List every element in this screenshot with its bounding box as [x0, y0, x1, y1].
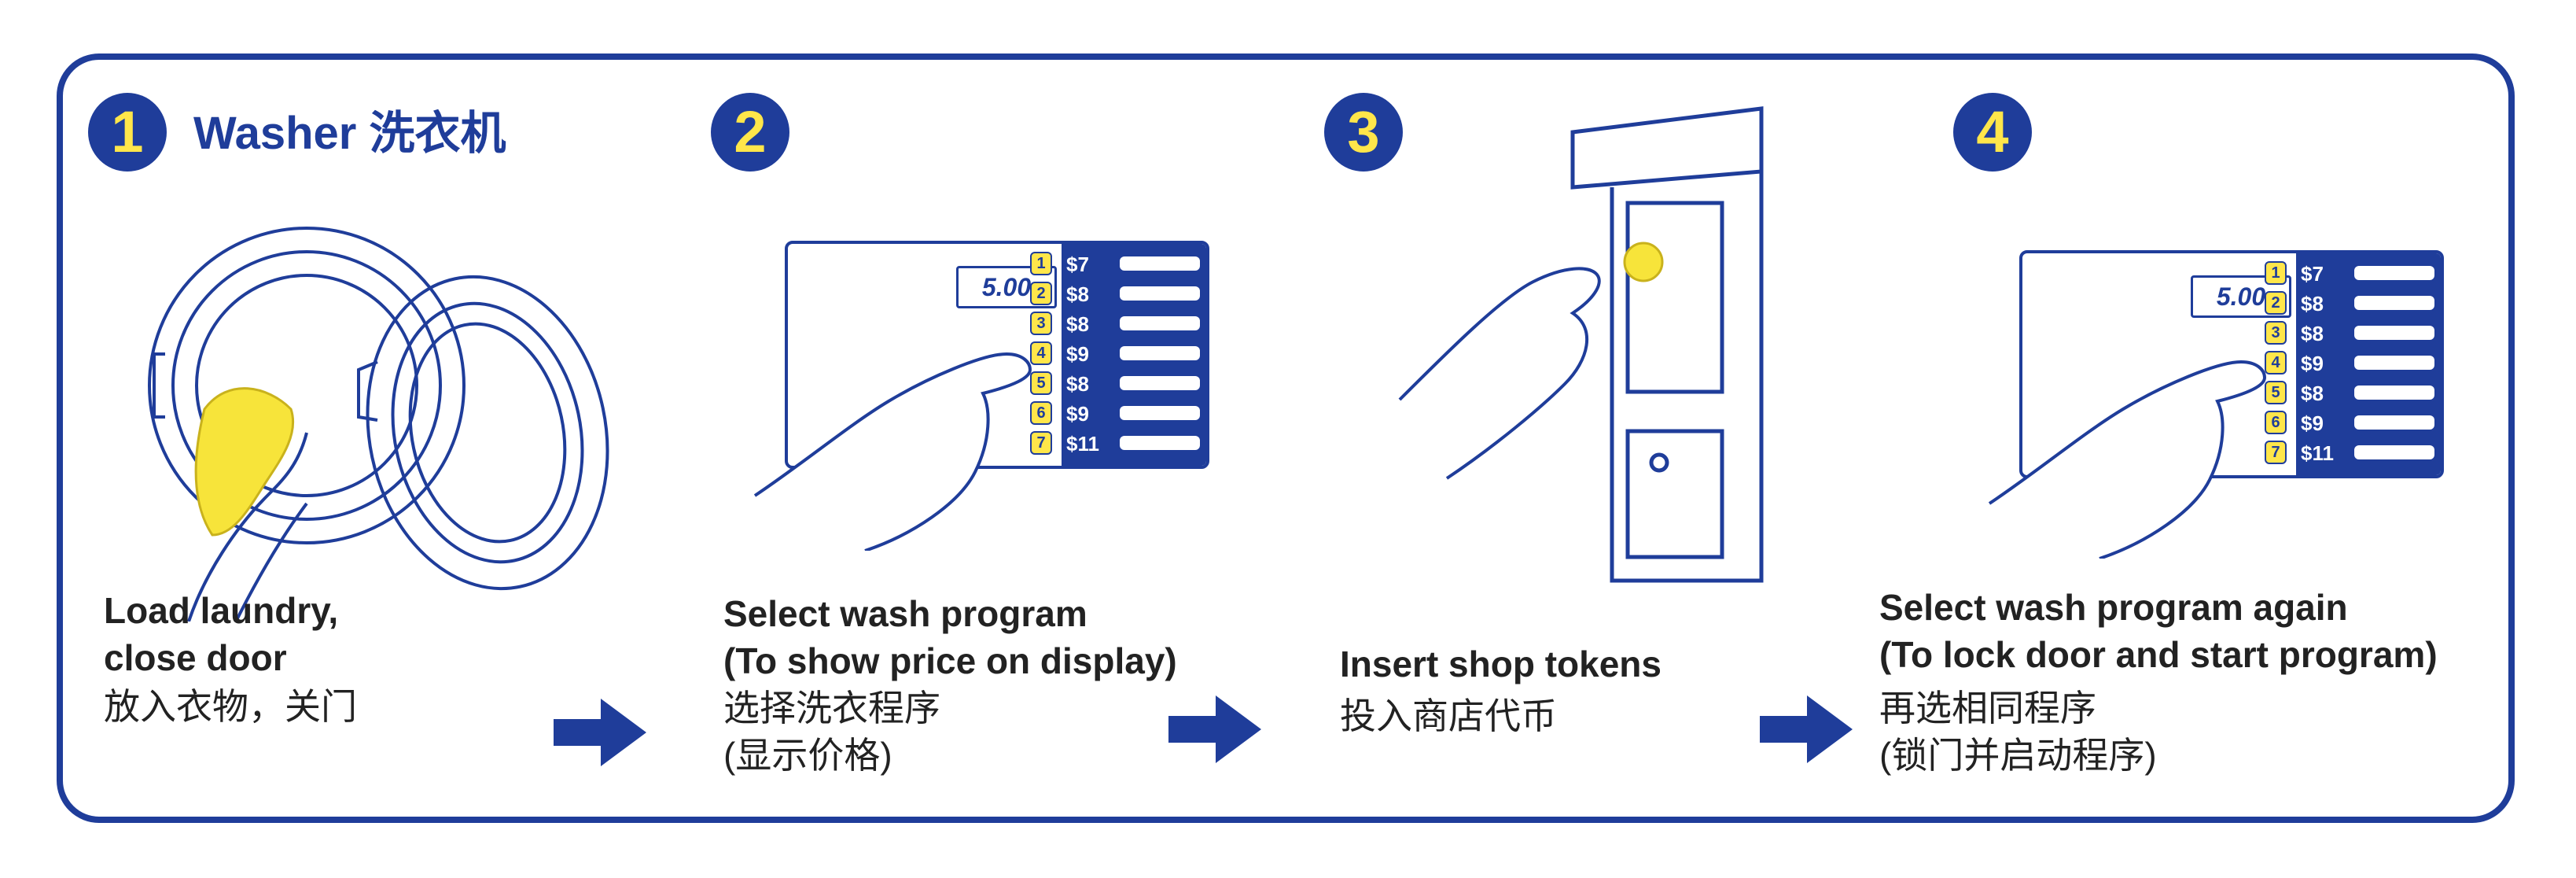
- program-number: 2: [1030, 282, 1052, 305]
- program-price: $8: [1066, 312, 1089, 336]
- arrow-right-icon: [1168, 695, 1261, 763]
- step-2-caption-en: Select wash program(To show price on dis…: [723, 593, 1177, 681]
- program-row[interactable]: 6 $9: [2265, 409, 2441, 437]
- step-4-badge: 4: [1953, 93, 2032, 172]
- program-number: 5: [2265, 381, 2287, 404]
- program-price: $9: [2301, 411, 2324, 435]
- program-price: $8: [2301, 382, 2324, 405]
- program-row[interactable]: 6 $9: [1030, 400, 1206, 428]
- program-row[interactable]: 1 $7: [1030, 250, 1206, 279]
- price-list: 1 $7 2 $8 3 $8 4 $9 5 $8 6 $9 7 $11: [1030, 244, 1206, 466]
- program-number: 3: [2265, 321, 2287, 345]
- program-row[interactable]: 5 $8: [1030, 370, 1206, 398]
- program-price: $11: [2301, 441, 2334, 465]
- program-price: $9: [1066, 342, 1089, 366]
- page-title: Washer 洗衣机: [193, 108, 506, 159]
- program-row[interactable]: 7 $11: [1030, 430, 1206, 458]
- step-2-caption-cn: 选择洗衣程序(显示价格): [723, 688, 940, 776]
- program-row[interactable]: 7 $11: [2265, 439, 2441, 467]
- arrow-right-icon: [554, 699, 646, 766]
- step-3-caption-en: Insert shop tokens: [1340, 644, 1662, 684]
- washer-door-icon: [148, 227, 609, 622]
- program-price: $9: [1066, 402, 1089, 426]
- price-list: 1 $7 2 $8 3 $8 4 $9 5 $8 6 $9 7 $11: [2265, 253, 2441, 475]
- program-row[interactable]: 3 $8: [2265, 319, 2441, 348]
- program-number: 1: [2265, 261, 2287, 285]
- program-number: 4: [2265, 351, 2287, 374]
- program-number: 6: [2265, 411, 2287, 434]
- program-row[interactable]: 3 $8: [1030, 310, 1206, 338]
- step-2-badge: 2: [711, 93, 789, 172]
- program-price: $7: [2301, 262, 2324, 286]
- program-price: $8: [2301, 322, 2324, 345]
- arrow-right-icon: [1760, 695, 1853, 763]
- step-1-badge: 1: [88, 93, 167, 172]
- token-slot-icon: [1398, 106, 1764, 583]
- instructions-frame: [57, 53, 2515, 823]
- program-row[interactable]: 2 $8: [1030, 280, 1206, 308]
- program-number: 1: [1030, 252, 1052, 275]
- hand-icon: [1988, 360, 2267, 559]
- program-number: 7: [2265, 441, 2287, 464]
- program-price: $8: [2301, 292, 2324, 315]
- program-row[interactable]: 1 $7: [2265, 260, 2441, 288]
- program-row[interactable]: 2 $8: [2265, 290, 2441, 318]
- program-number: 4: [1030, 341, 1052, 365]
- step-4-caption-en: Select wash program again(To lock door a…: [1879, 587, 2438, 675]
- token-icon: [1623, 242, 1664, 282]
- program-price: $11: [1066, 432, 1099, 456]
- hand-icon: [753, 352, 1032, 551]
- program-row[interactable]: 5 $8: [2265, 379, 2441, 408]
- program-number: 6: [1030, 401, 1052, 425]
- step-1-caption-en: Load laundry,close door: [104, 590, 339, 678]
- step-4-caption-cn: 再选相同程序(锁门并启动程序): [1879, 688, 2157, 776]
- program-row[interactable]: 4 $9: [2265, 349, 2441, 378]
- program-number: 2: [2265, 291, 2287, 315]
- program-price: $9: [2301, 352, 2324, 375]
- program-row[interactable]: 4 $9: [1030, 340, 1206, 368]
- step-3-caption-cn: 投入商店代币: [1340, 695, 1557, 736]
- program-number: 5: [1030, 371, 1052, 395]
- step-3-badge: 3: [1324, 93, 1403, 172]
- price-display: 5.00: [956, 266, 1057, 308]
- price-display: 5.00: [2191, 275, 2291, 318]
- program-price: $8: [1066, 372, 1089, 396]
- program-number: 3: [1030, 312, 1052, 335]
- program-price: $7: [1066, 253, 1089, 276]
- program-number: 7: [1030, 431, 1052, 455]
- step-1-caption-cn: 放入衣物，关门: [104, 686, 357, 727]
- program-price: $8: [1066, 282, 1089, 306]
